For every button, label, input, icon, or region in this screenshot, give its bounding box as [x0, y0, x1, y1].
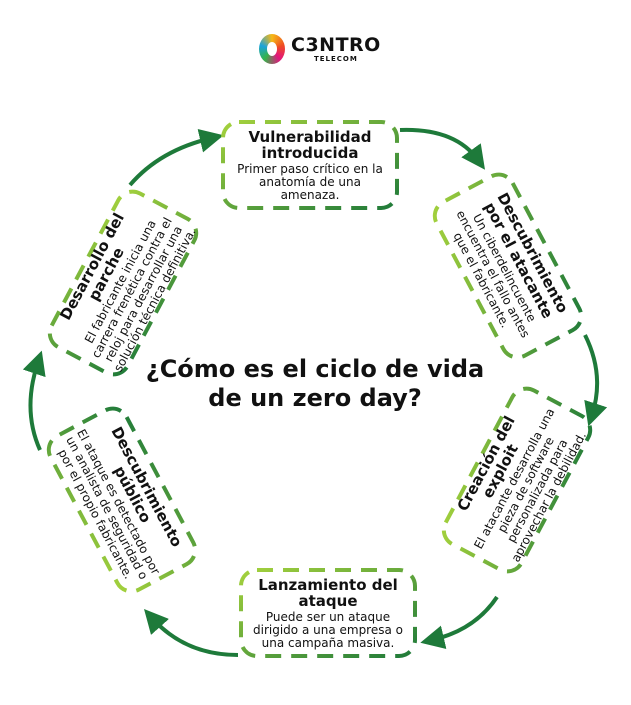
arrow-6-to-1: [128, 129, 224, 187]
logo-name: C3NTRO: [291, 33, 381, 56]
center-title: ¿Cómo es el ciclo de vida de un zero day…: [145, 355, 485, 412]
step-title: Vulnerabilidad introducida: [248, 127, 372, 162]
arrow-1-to-2: [399, 127, 486, 170]
step-title: Lanzamiento del ataque: [258, 575, 398, 610]
arrow-5-to-6: [22, 350, 46, 451]
logo-sub: TELECOM: [313, 54, 358, 63]
arrow-2-to-3: [583, 334, 608, 427]
step-desc: Puede ser un ataque dirigido a una empre…: [253, 609, 403, 650]
arrow-3-to-4: [420, 595, 499, 649]
arrow-4-to-5: [144, 609, 239, 657]
logo-mark-icon: [259, 34, 285, 64]
logo: C3NTRO TELECOM: [259, 34, 381, 64]
step-desc: Primer paso crítico en la anatomía de un…: [237, 161, 383, 202]
